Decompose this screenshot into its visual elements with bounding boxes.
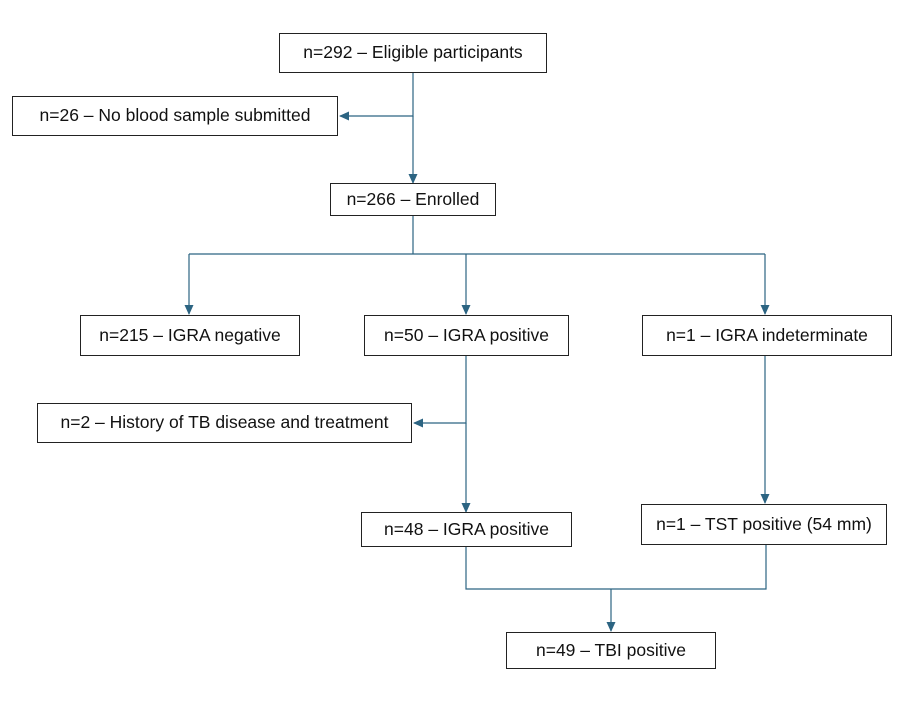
edge-eligible-to-no-blood [339,73,414,121]
node-tst-positive: n=1 – TST positive (54 mm) [641,504,887,545]
node-enrolled: n=266 – Enrolled [330,183,496,216]
node-igra-positive-final: n=48 – IGRA positive [361,512,572,547]
node-igra-positive: n=50 – IGRA positive [364,315,569,356]
node-igra-negative: n=215 – IGRA negative [80,315,300,356]
node-tbi-positive: n=49 – TBI positive [506,632,716,669]
node-no-blood-sample: n=26 – No blood sample submitted [12,96,338,136]
edge-merge-horizontal [465,545,767,590]
node-igra-indeterminate: n=1 – IGRA indeterminate [642,315,892,356]
node-eligible-participants: n=292 – Eligible participants [279,33,547,73]
node-tb-history: n=2 – History of TB disease and treatmen… [37,403,412,443]
edge-igra-positive-to-tb-history [413,356,467,428]
